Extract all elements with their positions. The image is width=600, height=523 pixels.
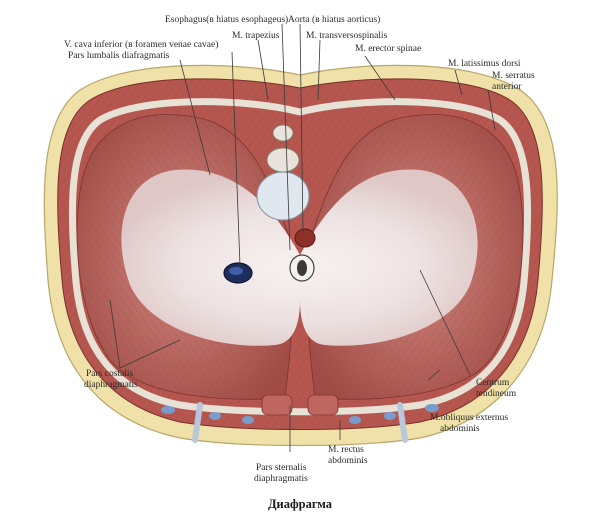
leader-lines (109, 23, 496, 452)
label-pars-costalis-2: diaphragmatis (84, 380, 138, 390)
label-pars-costalis-1: Pars costalis (86, 369, 134, 379)
label-transversospinalis: M. transversospinalis (306, 31, 388, 41)
label-centrum-1: Centrum (476, 378, 510, 388)
label-vena-cava: V. cava inferior (в foramen venae cavae) (64, 39, 218, 50)
label-rectus-2: abdominis (328, 456, 368, 466)
costal-cartilage-left (192, 402, 203, 443)
label-trapezius: M. trapezius (232, 31, 280, 41)
sternal-vessels (161, 404, 439, 424)
spinal-process (266, 147, 300, 173)
rectus-left (261, 394, 293, 416)
label-centrum-2: tendineum (476, 389, 517, 399)
label-obliquus-2: abdominis (440, 424, 480, 434)
label-rectus-1: M. rectus (328, 445, 364, 455)
label-latissimus: M. latissimus dorsi (448, 59, 521, 69)
label-pars-sternalis-2: diaphragmatis (254, 474, 308, 484)
label-esophagus: Esophagus(в hiatus esophageus) (165, 14, 288, 25)
rectus-right (307, 394, 339, 416)
figure-caption: Диафрагма (268, 497, 333, 511)
costal-cartilage-right (397, 402, 408, 443)
label-serratus-1: M. serratus (492, 71, 535, 81)
label-erector-spinae: M. erector spinae (355, 44, 421, 54)
label-pars-lumbalis: Pars lumbalis diafragmatis (68, 50, 170, 61)
aorta (294, 228, 316, 248)
rib-ring (68, 98, 532, 416)
label-obliquus-1: M.obliquus externus (430, 413, 508, 423)
vertebra-body (256, 171, 310, 221)
label-serratus-2: anterior (492, 82, 522, 92)
label-aorta: Aorta (в hiatus aorticus) (288, 14, 380, 25)
label-pars-sternalis-1: Pars sternalis (256, 463, 307, 473)
